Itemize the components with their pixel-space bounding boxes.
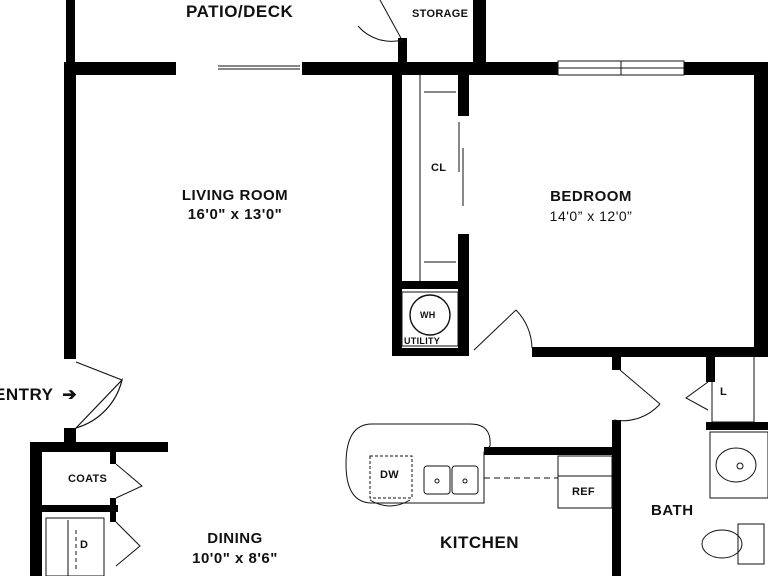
water-heater-box — [401, 291, 459, 347]
wall-utility-top — [392, 281, 469, 289]
wall-bedroom-south — [532, 347, 768, 357]
wall-linen-west — [706, 356, 715, 382]
wall-bath-west — [612, 420, 621, 576]
wall-kitchen-north — [484, 447, 614, 455]
wall-closet-left — [392, 74, 402, 356]
bedroom-size: 14'0” x 12'0” — [549, 208, 633, 224]
wall-linen-bottom — [706, 422, 768, 430]
entry-label: ENTRY ➔ — [0, 385, 77, 405]
dryer — [45, 517, 105, 576]
water-heater — [409, 294, 451, 336]
linen-closet — [711, 355, 755, 423]
kitchen-label: KITCHEN — [440, 533, 520, 552]
living-room-name: LIVING ROOM — [181, 187, 289, 204]
sink-basin-2 — [451, 465, 479, 495]
wall-coats-jamb-1 — [110, 452, 116, 464]
dishwasher-label: DW — [380, 469, 399, 481]
entry-text: ENTRY — [0, 385, 54, 404]
door-swings — [74, 0, 709, 567]
wall-storage-left — [398, 38, 407, 68]
refrigerator — [557, 455, 613, 509]
living-room-size: 16'0" x 13'0" — [187, 206, 283, 223]
dryer-label: D — [80, 539, 89, 551]
wall-laundry-jamb — [110, 512, 116, 522]
sink-drain-1 — [434, 478, 440, 484]
wall-coats-left — [30, 442, 42, 576]
bath-door — [613, 369, 661, 422]
walls — [30, 0, 768, 576]
utility-door — [473, 309, 533, 351]
dining-size: 10'0" x 8'6" — [192, 550, 278, 567]
coats-label: COATS — [68, 473, 108, 485]
dining-name: DINING — [207, 530, 263, 547]
linen-label: L — [720, 386, 728, 398]
entry-arrow-icon: ➔ — [62, 385, 78, 404]
bath-fixtures — [701, 431, 768, 565]
storage-label: STORAGE — [412, 8, 469, 20]
wall-bedroom-east — [754, 62, 768, 356]
bedroom-name: BEDROOM — [550, 188, 632, 205]
wall-storage-right — [473, 0, 486, 68]
kitchen-island — [345, 423, 491, 504]
coats-door — [115, 463, 143, 499]
dishwasher — [369, 455, 413, 499]
wall-closet-right-lower — [458, 234, 469, 356]
wall-closet-right-upper — [458, 74, 469, 116]
patio-label: PATIO/DECK — [186, 2, 294, 21]
wall-west-upper — [64, 62, 76, 359]
entry-door — [74, 361, 124, 430]
linen-door — [685, 381, 709, 411]
water-heater-label: WH — [420, 310, 436, 320]
openings — [218, 60, 755, 423]
wall-coats-jamb-2 — [110, 498, 116, 512]
wall-coats-shelf — [42, 505, 118, 512]
wall-north-mid — [302, 62, 558, 75]
dishwasher-swing — [369, 499, 411, 507]
storage-door — [357, 0, 403, 42]
refrigerator-label: REF — [572, 486, 595, 498]
sink-basin-1 — [423, 465, 451, 495]
bath-label: BATH — [651, 502, 694, 519]
toilet-bowl — [701, 529, 743, 559]
wall-utility-bottom — [392, 348, 469, 356]
laundry-door — [115, 521, 141, 567]
toilet-tank — [737, 523, 765, 565]
wall-north-right — [684, 62, 768, 75]
wall-hall-stub — [612, 356, 621, 370]
wall-entry-top — [30, 442, 168, 452]
wall-patio-left — [66, 0, 75, 75]
utility-label: UTILITY — [404, 336, 441, 346]
vanity — [709, 431, 768, 499]
utility-fixtures — [401, 291, 459, 347]
sink-bowl — [715, 447, 757, 483]
laundry-fixtures — [45, 517, 105, 576]
closet-label: CL — [431, 162, 447, 174]
kitchen-fixtures — [345, 423, 613, 509]
wall-north-left — [66, 62, 176, 75]
sink-drain-2 — [462, 478, 468, 484]
sink-drain — [736, 462, 744, 470]
